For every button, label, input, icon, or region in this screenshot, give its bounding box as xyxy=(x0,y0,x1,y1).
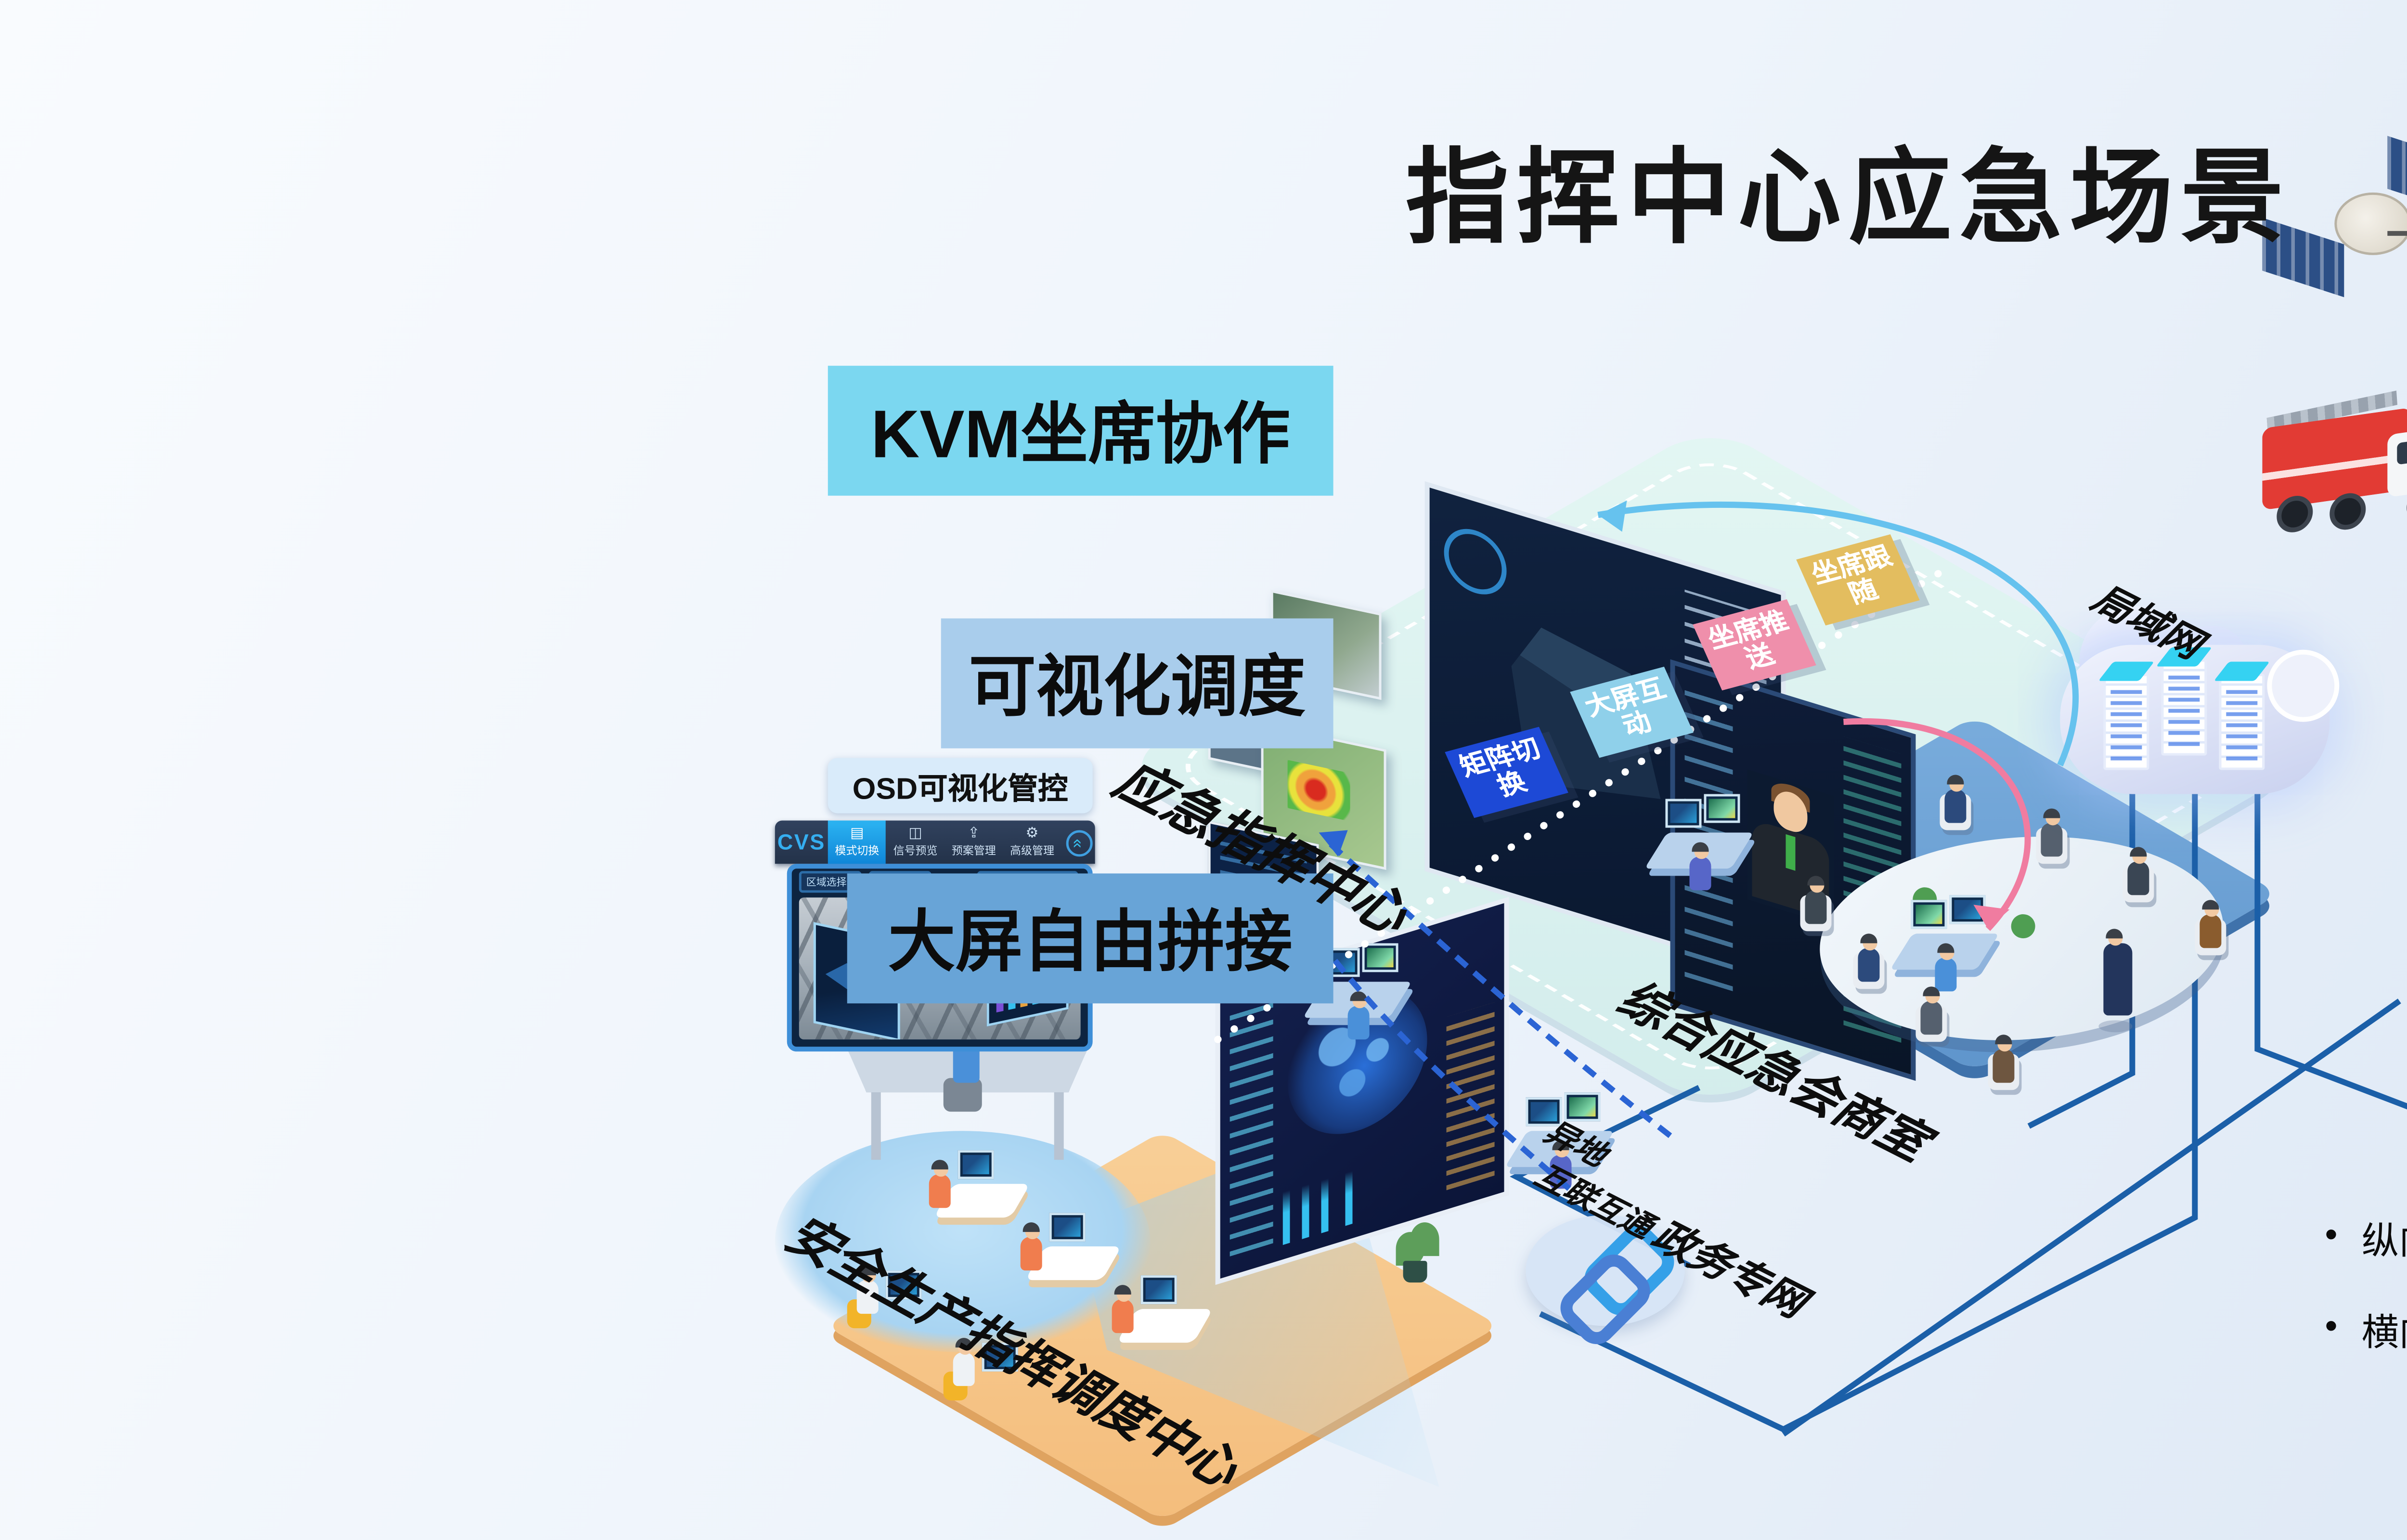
office-chair xyxy=(943,1078,982,1112)
notes-list: •纵向整合机制主要是指企业与政府之间的合作和沟通; •横向整合机制是指企业/政府… xyxy=(2325,1213,2407,1357)
note-item: •横向整合机制是指企业/政府的不同部门、不同组织之间的配合与协同。 xyxy=(2325,1304,2407,1357)
cvs-menu-plan-management[interactable]: ⇪ 预案管理 xyxy=(951,826,996,855)
feature-tag-videowall: 大屏自由拼接 xyxy=(847,873,1333,1004)
signal-preview-icon: ◫ xyxy=(908,826,922,841)
satellite xyxy=(2262,136,2407,342)
cvs-menu-mode-switch[interactable]: ▤ 模式切换 xyxy=(828,820,886,864)
cvs-menu: ▤ 模式切换 ◫ 信号预览 ⇪ 预案管理 ⚙ 高级管理 xyxy=(828,820,1061,864)
link-ellipse xyxy=(1526,1215,1685,1326)
feature-tag-kvm: KVM坐席协作 xyxy=(828,365,1333,496)
collapse-button[interactable]: » xyxy=(1061,820,1095,864)
cvs-menu-signal-preview[interactable]: ◫ 信号预览 xyxy=(893,826,938,855)
chain-link-icon xyxy=(1552,1217,1682,1352)
fire-truck xyxy=(2262,375,2407,554)
bullet-icon: • xyxy=(2325,1307,2338,1348)
cloud-server-stack xyxy=(2161,659,2207,756)
chevron-up-icon: » xyxy=(1070,837,1087,847)
advanced-management-icon: ⚙ xyxy=(1025,826,1039,841)
lan-cloud-icon xyxy=(2060,606,2340,794)
note-item: •纵向整合机制主要是指企业与政府之间的合作和沟通; xyxy=(2325,1213,2407,1266)
cvs-toolbar: CVS ▤ 模式切换 ◫ 信号预览 ⇪ 预案管理 ⚙ 高级管理 » xyxy=(775,820,1095,864)
feature-tag-visual-dispatch: 可视化调度 xyxy=(941,618,1333,749)
cloud-server-stack xyxy=(2219,673,2265,770)
page-title: 指挥中心应急场景 xyxy=(1405,142,2291,258)
cvs-menu-advanced-management[interactable]: ⚙ 高级管理 xyxy=(1010,826,1055,855)
mode-switch-icon: ▤ xyxy=(850,826,864,841)
cloud-server-stack xyxy=(2103,673,2149,770)
satellite-dish xyxy=(2334,192,2407,255)
cvs-logo: CVS xyxy=(777,830,826,854)
plan-management-icon: ⇪ xyxy=(968,826,980,841)
osd-caption: OSD可视化管控 xyxy=(828,758,1093,814)
table-plant xyxy=(2010,913,2036,939)
bullet-icon: • xyxy=(2325,1215,2338,1256)
